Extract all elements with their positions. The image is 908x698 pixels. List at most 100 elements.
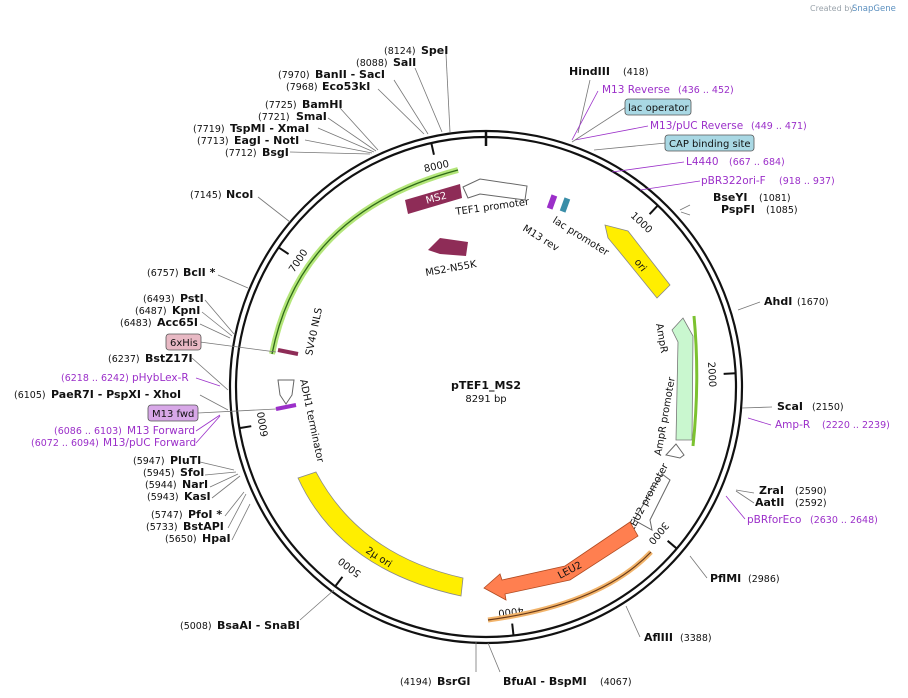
site-pos: (6493)	[143, 294, 175, 305]
primer-leaders	[195, 90, 772, 520]
primer-pos: (918 .. 937)	[779, 176, 835, 187]
site-name: BstZ17I	[145, 352, 193, 365]
site-name: AflIII	[644, 631, 673, 644]
site-pos: (1081)	[759, 193, 791, 204]
site-pos: (3388)	[680, 633, 712, 644]
tick-mark	[648, 204, 659, 215]
feature-ampr-promoter	[665, 443, 685, 459]
tick-mark	[278, 246, 290, 255]
site-pos: (5733)	[146, 522, 178, 533]
site-name: SpeI	[421, 44, 448, 57]
primer-labels: M13 Reverse (436 .. 452) M13/pUC Reverse…	[31, 84, 890, 526]
primer-pos: (2220 .. 2239)	[822, 420, 890, 431]
site-name: KpnI	[172, 304, 200, 317]
site-name: BseYI	[713, 191, 747, 204]
feature-adh1-label: ADH1 terminator	[297, 378, 326, 464]
primer-name: pHybLex-R	[132, 372, 189, 384]
site-name: TspMI - XmaI	[230, 122, 309, 135]
feature-sv40-marker	[277, 348, 299, 356]
feature-m13rev-marker	[546, 194, 558, 210]
site-name: BsrGI	[437, 675, 470, 688]
primer-name: M13/pUC Reverse	[650, 120, 743, 132]
site-name: HpaI	[202, 532, 231, 545]
site-pos: (5650)	[165, 534, 197, 545]
site-pos: (2150)	[812, 402, 844, 413]
site-pos: (5943)	[147, 492, 179, 503]
site-pos: (7719)	[193, 124, 225, 135]
tick-label: 5000	[336, 555, 363, 579]
tick-mark	[511, 623, 515, 636]
site-name: SmaI	[296, 110, 327, 123]
site-pos: (7721)	[258, 112, 290, 123]
feature-tef1-promoter	[462, 178, 528, 201]
site-name: BamHI	[302, 98, 343, 111]
site-name: BsgI	[262, 146, 289, 159]
site-name: EagI - NotI	[234, 134, 299, 147]
site-pos: (6105)	[14, 390, 46, 401]
primer-name: Amp-R	[775, 419, 810, 431]
site-pos: (8088)	[356, 58, 388, 69]
feature-adh1-terminator	[277, 379, 295, 405]
primer-pos: (6072 .. 6094)	[31, 438, 99, 449]
primer-name: M13 Forward	[127, 425, 195, 437]
site-pos: (8124)	[384, 46, 416, 57]
site-name: PluTI	[170, 454, 201, 467]
tick-label: 6000	[256, 411, 271, 438]
feature-m13fwd-marker	[275, 403, 297, 411]
site-pos: (7970)	[278, 70, 310, 81]
site-name: ZraI	[759, 484, 784, 497]
tick-label: 2000	[705, 362, 717, 388]
site-pos: (2590)	[795, 486, 827, 497]
primer-name: L4440	[686, 156, 719, 168]
feature-2u-ori	[297, 471, 464, 597]
feature-ori	[604, 224, 671, 299]
site-pos: (7968)	[286, 82, 318, 93]
site-pos: (418)	[623, 67, 649, 78]
tick-mark	[334, 576, 344, 587]
site-name: BstAPI	[183, 520, 224, 533]
box-m13-fwd: M13 fwd	[152, 409, 194, 420]
feature-lac-promoter-label: lac promoter	[550, 215, 611, 259]
feature-lac-operator-marker	[559, 197, 571, 213]
site-pos: (1085)	[766, 205, 798, 216]
tick-mark	[723, 372, 736, 375]
feature-ampr-label: AmpR	[653, 323, 669, 354]
primer-pos: (667 .. 684)	[729, 157, 785, 168]
plasmid-length: 8291 bp	[465, 394, 506, 405]
feature-leu2-promoter	[633, 473, 671, 531]
site-pos: (4067)	[600, 677, 632, 688]
box-lac-operator: lac operator	[628, 103, 689, 114]
box-6xhis: 6xHis	[170, 338, 198, 349]
primer-pos: (436 .. 452)	[678, 85, 734, 96]
site-name: AhdI	[764, 295, 792, 308]
site-name: HindIII	[569, 65, 610, 78]
feature-ampr-promoter-label: AmpR promoter	[653, 375, 678, 456]
box-leaders	[197, 106, 667, 414]
box-cap-binding: CAP binding site	[669, 139, 751, 150]
tick-mark	[430, 142, 435, 155]
site-name: NcoI	[226, 188, 253, 201]
feature-tef1-label: TEF1 promoter	[454, 197, 531, 218]
site-pos: (5008)	[180, 621, 212, 632]
leader-lines	[191, 53, 773, 673]
sites-left: (8124) SpeI (8088) SalI (7970) BanII - S…	[14, 44, 470, 688]
feature-ms2-n55k	[428, 238, 468, 256]
site-pos: (6487)	[135, 306, 167, 317]
plasmid-name: pTEF1_MS2	[451, 379, 521, 392]
primer-pos: (449 .. 471)	[751, 121, 807, 132]
feature-leu2	[483, 521, 639, 601]
feature-ms2	[405, 184, 462, 214]
primer-pos: (6218 .. 6242)	[61, 373, 129, 384]
site-pos: (1670)	[797, 297, 829, 308]
site-name: Eco53kI	[322, 80, 370, 93]
site-pos: (2986)	[748, 574, 780, 585]
primer-name: pBRforEco	[747, 514, 801, 526]
primer-name: M13 Reverse	[602, 84, 670, 96]
site-pos: (5747)	[151, 510, 183, 521]
site-pos: (5945)	[143, 468, 175, 479]
site-name: PfoI *	[188, 508, 222, 521]
site-pos: (7712)	[225, 148, 257, 159]
site-pos: (7713)	[197, 136, 229, 147]
site-pos: (6237)	[108, 354, 140, 365]
